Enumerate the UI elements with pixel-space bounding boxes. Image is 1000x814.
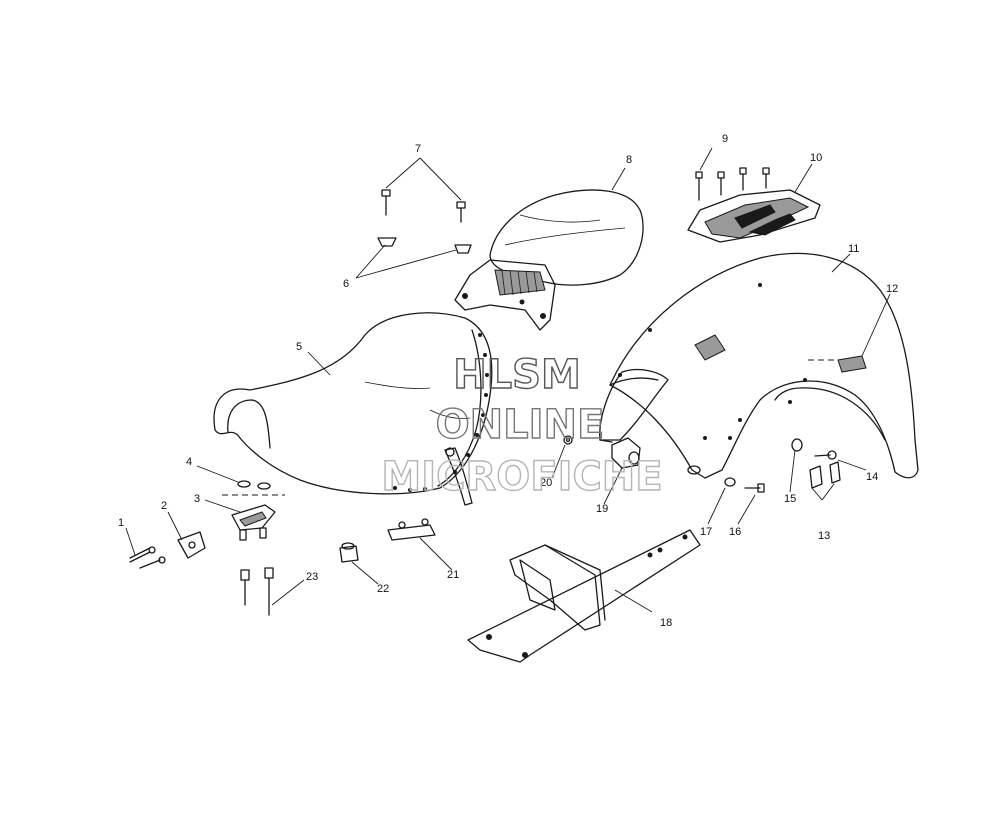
- callout-6: 6: [343, 278, 349, 290]
- part-14-screw[interactable]: [814, 450, 837, 460]
- callout-3: 3: [194, 493, 200, 505]
- callout-20: 20: [540, 477, 552, 489]
- pillion-base-ribs: [501, 269, 538, 296]
- callout-15: 15: [784, 493, 796, 505]
- watermark-line-3: MICROFICHE: [381, 454, 662, 500]
- callout-21: 21: [447, 569, 459, 581]
- callout-4: 4: [186, 456, 192, 468]
- part-6-grommets[interactable]: [377, 237, 472, 254]
- part-18-tray-bracket[interactable]: [467, 529, 701, 663]
- callout-11: 11: [848, 243, 859, 255]
- callout-2: 2: [161, 500, 167, 512]
- callout-8: 8: [626, 154, 632, 166]
- callout-5: 5: [296, 341, 302, 353]
- part-13-clips[interactable]: [809, 461, 841, 489]
- callout-19: 19: [596, 503, 608, 515]
- part-1-rivet[interactable]: [129, 546, 166, 569]
- part-19-latch[interactable]: [611, 437, 641, 469]
- leader-lines: [125, 147, 891, 613]
- part-22-bumper[interactable]: [339, 542, 359, 563]
- fender-mounting-holes: [618, 283, 807, 440]
- part-9-bolts[interactable]: [695, 167, 770, 201]
- part-15-washer[interactable]: [791, 438, 803, 452]
- callout-16: 16: [729, 526, 741, 538]
- callout-1: 1: [118, 517, 124, 529]
- part-5-seat[interactable]: [213, 312, 493, 506]
- part-2-bracket[interactable]: [177, 531, 206, 559]
- watermark-line-2: ONLINE: [436, 402, 605, 448]
- callout-22: 22: [377, 583, 389, 595]
- callout-13: 13: [818, 530, 830, 542]
- part-23-rivets[interactable]: [240, 567, 274, 616]
- part-21-bracket[interactable]: [387, 518, 436, 541]
- callout-7: 7: [415, 143, 421, 155]
- callout-12: 12: [886, 283, 898, 295]
- callout-23: 23: [306, 571, 318, 583]
- part-17-washer[interactable]: [724, 477, 736, 487]
- part-16-bolt[interactable]: [744, 483, 765, 493]
- part-20-nut[interactable]: [563, 435, 573, 445]
- part-3-hinge[interactable]: [222, 494, 285, 541]
- callout-17: 17: [700, 526, 712, 538]
- callout-9: 9: [722, 133, 728, 145]
- part-7-bolts[interactable]: [381, 189, 466, 223]
- callout-18: 18: [660, 617, 672, 629]
- part-10-rack-plate[interactable]: [687, 189, 821, 243]
- callout-14: 14: [866, 471, 878, 483]
- callout-numbers: 1 2 3 4 5 6 7 8 9 10 11 12 13 14 15 16 1…: [118, 133, 898, 629]
- part-4-nut[interactable]: [237, 480, 271, 490]
- watermark: HLSM ONLINE MICROFICHE: [381, 351, 664, 500]
- callout-10: 10: [810, 152, 822, 164]
- watermark-line-1: HLSM: [453, 352, 581, 398]
- part-11-rear-fender[interactable]: [599, 252, 919, 479]
- part-8-pillion-seat[interactable]: [454, 189, 644, 331]
